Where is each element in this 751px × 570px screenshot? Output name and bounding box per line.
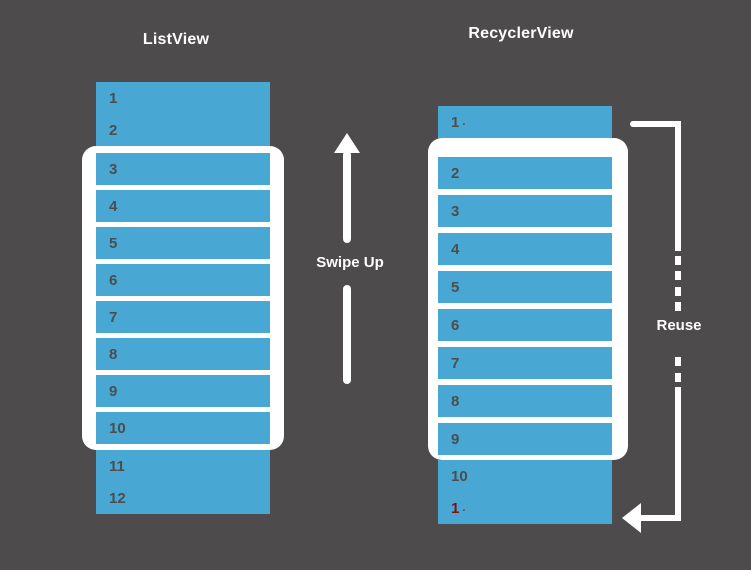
recyclerview-title: RecyclerView <box>468 25 574 42</box>
row-number-suffix: . <box>462 115 466 128</box>
listview-rows-above-viewport: 1 2 <box>82 82 284 146</box>
reuse-bracket-dash <box>675 256 681 265</box>
reuse-bracket-dash <box>675 271 681 280</box>
row-number: 5 <box>451 278 460 296</box>
reuse-bracket-vertical-bottom <box>675 387 681 521</box>
row-number: 8 <box>451 392 460 410</box>
row-number: 2 <box>109 121 118 139</box>
row-number: 3 <box>109 160 118 178</box>
reuse-bracket-dash <box>675 287 681 296</box>
listview-column: 1 2 3 4 5 <box>82 82 284 514</box>
row-number: 7 <box>451 354 460 372</box>
reuse-arrowhead-icon <box>622 503 641 533</box>
list-row: 9 <box>438 423 612 455</box>
list-row: 3 <box>438 195 612 227</box>
row-number: 6 <box>109 271 118 289</box>
row-number: 11 <box>109 457 125 475</box>
row-number: 2 <box>451 164 460 182</box>
reuse-label: Reuse <box>656 317 702 334</box>
row-number: 4 <box>451 240 460 258</box>
list-row: 6 <box>96 264 270 296</box>
swipe-up-arrow-line-bottom <box>343 285 351 384</box>
swipe-up-arrowhead-icon <box>334 133 360 153</box>
swipe-up-label: Swipe Up <box>316 254 384 271</box>
row-number: 10 <box>451 467 468 485</box>
row-number: 6 <box>451 316 460 334</box>
list-row: 6 <box>438 309 612 341</box>
row-number: 1 <box>451 113 460 131</box>
listview-rows-in-viewport: 3 4 5 6 7 <box>96 153 270 444</box>
swipe-up-arrow-line-top <box>343 151 351 243</box>
list-row: 2 <box>96 114 270 146</box>
list-row: 3 <box>96 153 270 185</box>
row-number-suffix: . <box>462 501 466 514</box>
list-row: 7 <box>438 347 612 379</box>
reuse-bracket-dash <box>675 302 681 311</box>
row-number: 7 <box>109 308 118 326</box>
row-number: 9 <box>451 430 460 448</box>
list-row: 1 . <box>438 106 612 138</box>
list-row: 1 <box>96 82 270 114</box>
row-number: 5 <box>109 234 118 252</box>
list-row: 12 <box>96 482 270 514</box>
list-row: 4 <box>438 233 612 265</box>
reuse-bracket-dash <box>675 373 681 382</box>
recyclerview-rows-below-viewport: 10 1 . <box>428 460 628 524</box>
recyclerview-rows-in-viewport: 2 3 4 5 6 <box>438 157 612 455</box>
listview-title: ListView <box>142 31 210 48</box>
row-number: 12 <box>109 489 126 507</box>
list-row: 10 <box>96 412 270 444</box>
list-row: 7 <box>96 301 270 333</box>
reuse-bracket-vertical-top <box>675 121 681 251</box>
recyclerview-column: 1 . 2 3 4 <box>428 106 628 524</box>
row-number: 10 <box>109 419 126 437</box>
list-row: 4 <box>96 190 270 222</box>
listview-rows-below-viewport: 11 12 <box>82 450 284 514</box>
list-row: 5 <box>438 271 612 303</box>
row-number: 3 <box>451 202 460 220</box>
list-row: 1 . <box>438 492 612 524</box>
recyclerview-viewport-frame: 2 3 4 5 6 <box>428 138 628 460</box>
list-row: 11 <box>96 450 270 482</box>
list-row: 10 <box>438 460 612 492</box>
reuse-bracket-bottom-line <box>641 515 681 521</box>
listview-viewport-frame: 3 4 5 6 7 <box>82 146 284 450</box>
row-number: 1 <box>451 499 460 517</box>
row-number: 4 <box>109 197 118 215</box>
recyclerview-rows-above-viewport: 1 . <box>428 106 628 138</box>
reuse-bracket-dash <box>675 357 681 366</box>
row-number: 8 <box>109 345 118 363</box>
list-row: 9 <box>96 375 270 407</box>
row-number: 1 <box>109 89 118 107</box>
list-row: 2 <box>438 157 612 189</box>
row-number: 9 <box>109 382 118 400</box>
reuse-bracket-top-line <box>630 121 681 127</box>
list-row: 8 <box>96 338 270 370</box>
list-row: 8 <box>438 385 612 417</box>
list-row: 5 <box>96 227 270 259</box>
